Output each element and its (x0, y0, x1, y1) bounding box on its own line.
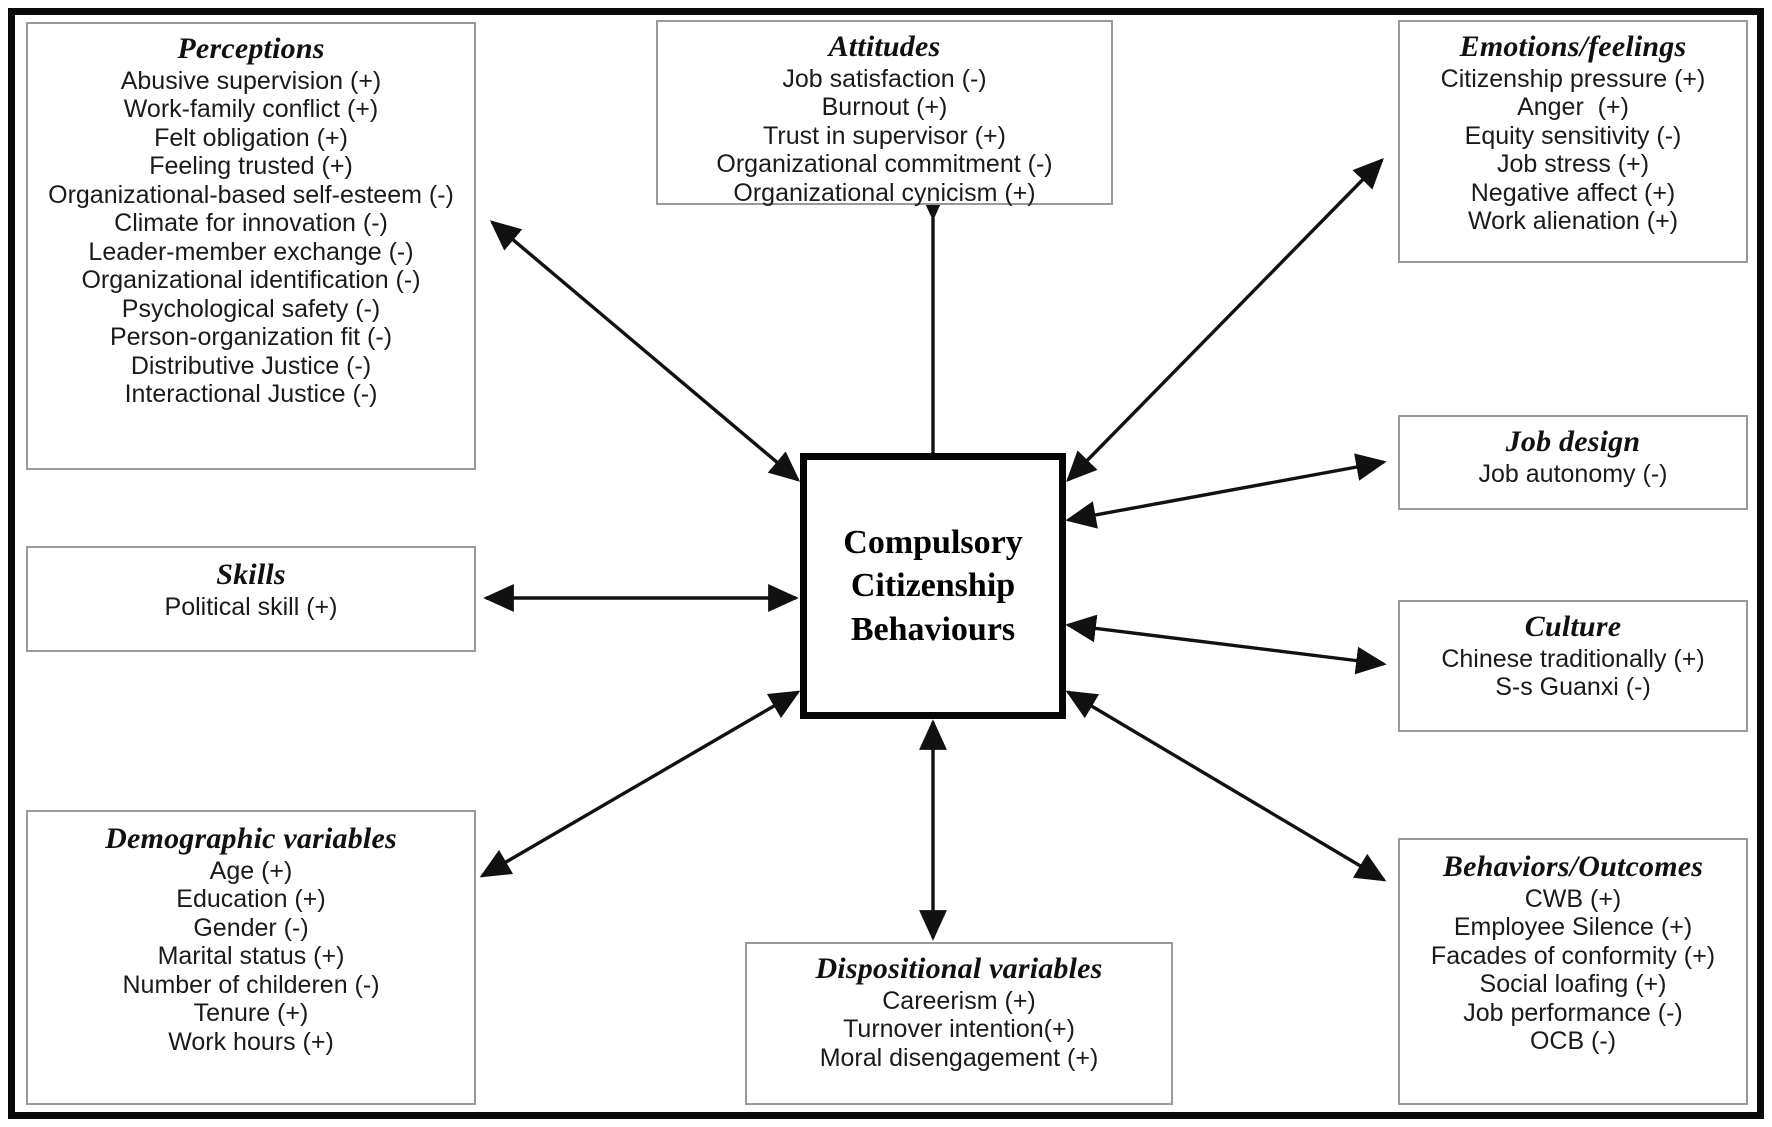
node-culture-list: Chinese traditionally (+) S-s Guanxi (-) (1406, 645, 1740, 702)
node-skills[interactable]: Skills Political skill (+) (26, 546, 476, 652)
list-item: Citizenship pressure (+) (1440, 64, 1706, 93)
node-dispositional-variables[interactable]: Dispositional variables Careerism (+) Tu… (745, 942, 1173, 1105)
list-item: Gender (-) (193, 913, 309, 942)
node-job-design-list: Job autonomy (-) (1406, 460, 1740, 489)
connector-center-perceptions (489, 220, 801, 482)
node-dispositional-list: Careerism (+) Turnover intention(+) Mora… (753, 987, 1165, 1073)
node-job-design[interactable]: Job design Job autonomy (-) (1398, 415, 1748, 510)
node-skills-list: Political skill (+) (34, 593, 468, 622)
connector-center-culture (1065, 614, 1387, 675)
connector-center-behaviors (1065, 690, 1387, 882)
list-item: Political skill (+) (164, 592, 338, 621)
list-item: Work hours (+) (168, 1027, 334, 1056)
connector-center-demographic (479, 690, 801, 878)
node-center-label: Compulsory Citizenship Behaviours (843, 521, 1022, 652)
list-item: Facades of conformity (+) (1430, 941, 1716, 970)
node-behaviors-list: CWB (+) Employee Silence (+) Facades of … (1406, 885, 1740, 1056)
list-item: Marital status (+) (157, 942, 345, 971)
list-item: Social loafing (+) (1479, 970, 1667, 999)
list-item: Work-family conflict (+) (123, 95, 379, 124)
node-emotions-feelings[interactable]: Emotions/feelings Citizenship pressure (… (1398, 20, 1748, 263)
list-item: Burnout (+) (821, 93, 948, 122)
list-item: Job autonomy (-) (1478, 459, 1668, 488)
list-item: Organizational-based self-esteem (-) (48, 180, 454, 209)
list-item: Employee Silence (+) (1453, 913, 1693, 942)
list-item: Leader-member exchange (-) (88, 237, 414, 266)
list-item: Organizational commitment (-) (716, 150, 1053, 179)
list-item: S-s Guanxi (-) (1495, 673, 1651, 702)
list-item: Moral disengagement (+) (819, 1043, 1099, 1072)
list-item: Tenure (+) (193, 999, 309, 1028)
node-center-line-2: Citizenship (850, 567, 1016, 605)
list-item: Job satisfaction (-) (782, 64, 987, 93)
node-emotions-title: Emotions/feelings (1459, 30, 1687, 63)
list-item: Age (+) (209, 856, 293, 885)
list-item: Job stress (+) (1496, 150, 1650, 179)
node-perceptions[interactable]: Perceptions Abusive supervision (+) Work… (26, 22, 476, 470)
node-perceptions-title: Perceptions (177, 32, 325, 65)
node-attitudes-list: Job satisfaction (-) Burnout (+) Trust i… (664, 65, 1105, 208)
list-item: Chinese traditionally (+) (1441, 644, 1705, 673)
list-item: OCB (-) (1529, 1027, 1617, 1056)
list-item: Anger (+) (1517, 93, 1629, 122)
node-culture[interactable]: Culture Chinese traditionally (+) S-s Gu… (1398, 600, 1748, 732)
list-item: Organizational cynicism (+) (733, 178, 1036, 207)
node-skills-title: Skills (216, 558, 286, 591)
list-item: Distributive Justice (-) (130, 351, 372, 380)
list-item: Trust in supervisor (+) (763, 121, 1006, 150)
node-dispositional-title: Dispositional variables (815, 952, 1103, 985)
list-item: Feeling trusted (+) (149, 152, 353, 181)
list-item: Interactional Justice (-) (124, 380, 378, 409)
list-item: Negative affect (+) (1470, 178, 1676, 207)
list-item: Job performance (-) (1463, 998, 1683, 1027)
list-item: Felt obligation (+) (154, 123, 348, 152)
node-compulsory-citizenship-behaviours[interactable]: Compulsory Citizenship Behaviours (800, 453, 1066, 719)
node-demographic-list: Age (+) Education (+) Gender (-) Marital… (34, 857, 468, 1057)
list-item: Climate for innovation (-) (114, 209, 388, 238)
list-item: Person-organization fit (-) (109, 323, 393, 352)
node-job-design-title: Job design (1505, 425, 1641, 458)
node-emotions-list: Citizenship pressure (+) Anger (+) Equit… (1406, 65, 1740, 236)
list-item: CWB (+) (1524, 884, 1622, 913)
connector-center-emotions (1066, 158, 1384, 482)
node-attitudes-title: Attitudes (828, 30, 941, 63)
node-behaviors-outcomes[interactable]: Behaviors/Outcomes CWB (+) Employee Sile… (1398, 838, 1748, 1105)
list-item: Careerism (+) (882, 986, 1036, 1015)
node-perceptions-list: Abusive supervision (+) Work-family conf… (34, 67, 468, 409)
list-item: Education (+) (176, 885, 326, 914)
node-culture-title: Culture (1524, 610, 1622, 643)
node-demographic-variables[interactable]: Demographic variables Age (+) Education … (26, 810, 476, 1105)
list-item: Psychological safety (-) (121, 294, 381, 323)
node-demographic-title: Demographic variables (105, 822, 397, 855)
node-center-line-3: Behaviours (850, 610, 1016, 648)
list-item: Number of childeren (-) (122, 970, 380, 999)
list-item: Organizational identification (-) (81, 266, 421, 295)
list-item: Abusive supervision (+) (120, 66, 382, 95)
list-item: Equity sensitivity (-) (1464, 121, 1682, 150)
list-item: Work alienation (+) (1467, 207, 1679, 236)
node-attitudes[interactable]: Attitudes Job satisfaction (-) Burnout (… (656, 20, 1113, 208)
node-behaviors-title: Behaviors/Outcomes (1442, 850, 1704, 883)
node-center-line-1: Compulsory (843, 523, 1023, 561)
connector-center-jobdesign (1065, 453, 1387, 529)
list-item: Turnover intention(+) (843, 1015, 1075, 1044)
